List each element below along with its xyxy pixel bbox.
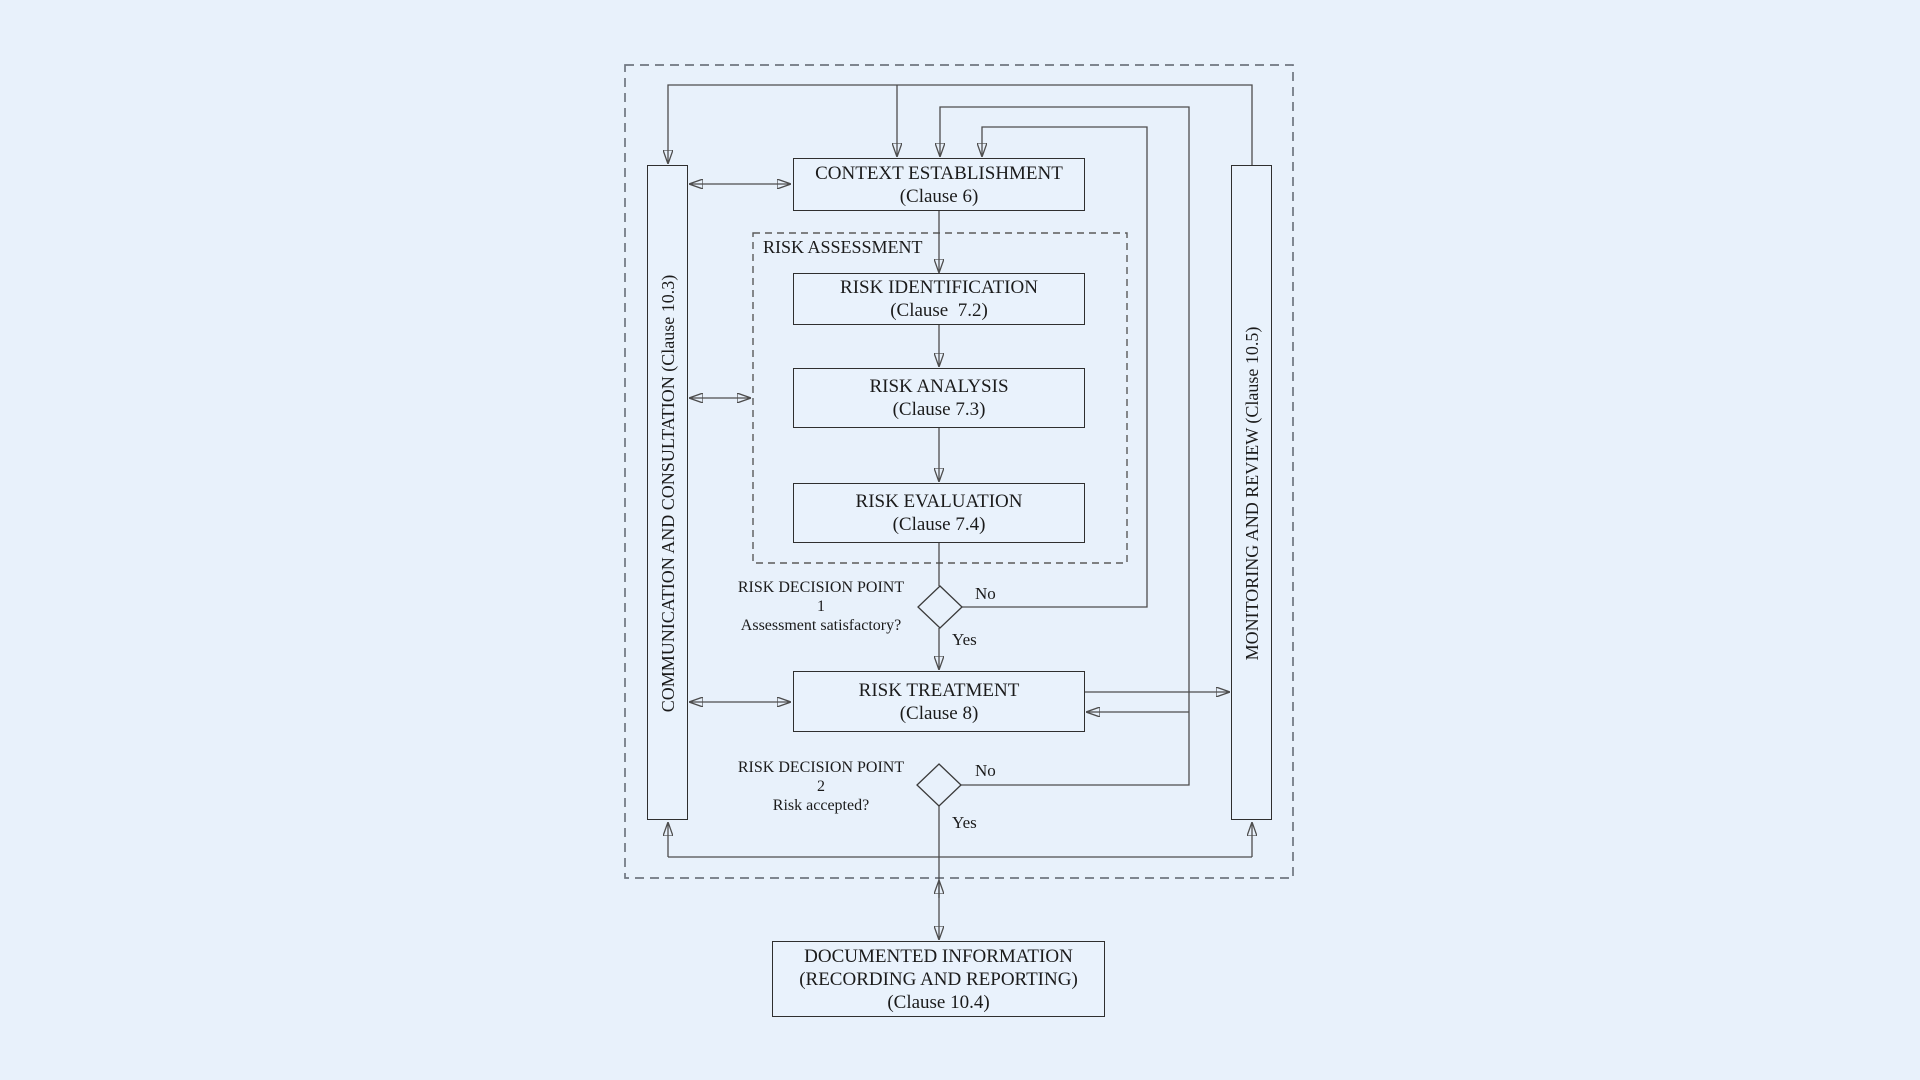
risk-analysis-box: RISK ANALYSIS (Clause 7.3) — [793, 368, 1085, 428]
monitoring-review-label: MONITORING AND REVIEW (Clause 10.5) — [1242, 326, 1262, 661]
communication-consultation-label: COMMUNICATION AND CONSULTATION (Clause 1… — [658, 274, 678, 713]
documented-information-clause: (Clause 10.4) — [887, 991, 990, 1013]
decision-diamond-2 — [916, 763, 962, 807]
risk-decision-point-1-question: Assessment satisfactory? — [740, 617, 902, 634]
risk-decision-point-2-title: RISK DECISION POINT 2 — [737, 759, 905, 795]
documented-information-box: DOCUMENTED INFORMATION (RECORDING AND RE… — [772, 941, 1105, 1017]
risk-evaluation-clause: (Clause 7.4) — [892, 514, 986, 535]
decision-2-no-label: No — [975, 761, 996, 780]
risk-evaluation-box: RISK EVALUATION (Clause 7.4) — [793, 483, 1085, 543]
communication-consultation-bar: COMMUNICATION AND CONSULTATION (Clause 1… — [647, 165, 688, 820]
monitoring-review-bar: MONITORING AND REVIEW (Clause 10.5) — [1231, 165, 1272, 820]
risk-analysis-title: RISK ANALYSIS — [869, 376, 1009, 397]
risk-assessment-group-label: RISK ASSESSMENT — [763, 237, 923, 257]
risk-decision-point-2-label: RISK DECISION POINT 2 Risk accepted? — [733, 758, 909, 815]
context-establishment-clause: (Clause 6) — [899, 185, 979, 207]
risk-decision-point-2-question: Risk accepted? — [772, 797, 870, 814]
risk-treatment-clause: (Clause 8) — [899, 702, 979, 724]
risk-identification-clause: (Clause 7.2) — [890, 300, 988, 321]
context-establishment-title: CONTEXT ESTABLISHMENT — [815, 162, 1063, 184]
risk-identification-box: RISK IDENTIFICATION (Clause 7.2) — [793, 273, 1085, 325]
risk-decision-point-1-label: RISK DECISION POINT 1 Assessment satisfa… — [733, 578, 909, 635]
risk-evaluation-title: RISK EVALUATION — [855, 491, 1023, 512]
risk-analysis-clause: (Clause 7.3) — [892, 399, 986, 420]
decision-1-yes-label: Yes — [952, 630, 977, 649]
risk-identification-title: RISK IDENTIFICATION — [840, 277, 1038, 298]
documented-information-subtitle: (RECORDING AND REPORTING) — [799, 968, 1078, 990]
decision-diamond-1 — [917, 585, 963, 629]
risk-decision-point-1-title: RISK DECISION POINT 1 — [737, 579, 905, 615]
risk-treatment-title: RISK TREATMENT — [858, 679, 1020, 701]
documented-information-title: DOCUMENTED INFORMATION — [804, 945, 1073, 967]
context-establishment-box: CONTEXT ESTABLISHMENT (Clause 6) — [793, 158, 1085, 211]
decision-2-yes-label: Yes — [952, 813, 977, 832]
connector-monitoring-to-communication-top — [668, 84, 1253, 165]
risk-treatment-box: RISK TREATMENT (Clause 8) — [793, 671, 1085, 732]
decision-1-no-label: No — [975, 584, 996, 603]
